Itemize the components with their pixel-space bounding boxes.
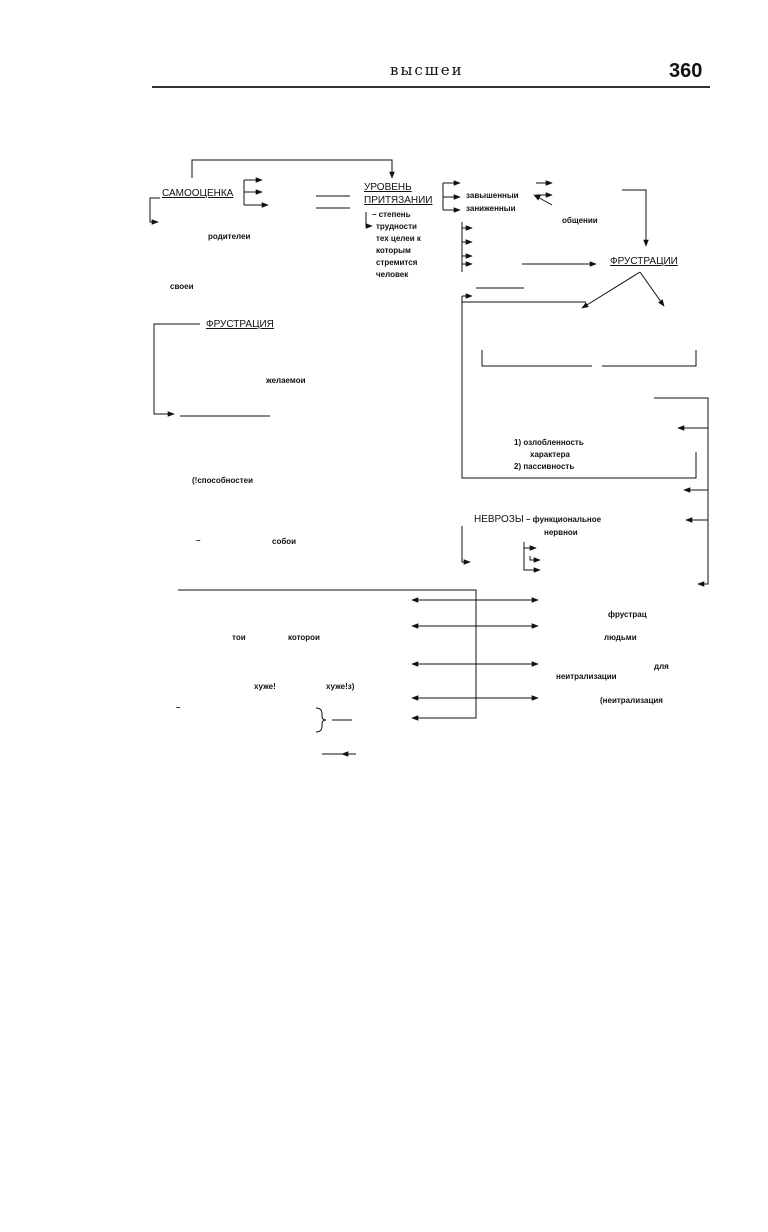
dash-left: – <box>196 536 201 545</box>
for-label: для <box>654 662 669 671</box>
communication-label: общении <box>562 216 598 225</box>
nervous-label: нервнои <box>544 528 578 537</box>
aspiration-def-line-1: – степень <box>372 210 411 219</box>
parents-label: родителеи <box>208 232 251 241</box>
overstated-label: завышенныи <box>466 191 519 200</box>
page-number: 360 <box>669 60 703 82</box>
header-rule <box>152 86 710 88</box>
aspiration-level-label-1: УРОВЕНЬ <box>364 182 412 193</box>
that-label: тои <box>232 633 246 642</box>
worse-label-2: хуже!з) <box>326 682 355 691</box>
understated-label: заниженныи <box>466 204 516 213</box>
consequence-1: 1) озлобленность <box>514 438 584 447</box>
neutralization-label-2: (неитрализация <box>600 696 663 705</box>
abilities-label: (!способностеи <box>192 476 254 485</box>
self-esteem-label: САМООЦЕНКА <box>162 188 234 199</box>
neuroses-definition: – функциональное <box>526 515 602 524</box>
frustration-label: ФРУСТРАЦИЯ <box>206 319 274 330</box>
aspiration-level-label-2: ПРИТЯЗАНИИ <box>364 195 433 206</box>
people-label: людьми <box>604 633 637 642</box>
neuroses-title: НЕВРОЗЫ <box>474 514 524 525</box>
frustrations-label: ФРУСТРАЦИИ <box>610 256 678 267</box>
aspiration-def-line-3: тех целеи к <box>376 234 421 243</box>
worse-label-1: хуже! <box>254 682 276 691</box>
page-header-word: высшеи <box>390 61 464 79</box>
which-label: которои <box>288 633 320 642</box>
aspiration-def-line-5: стремится <box>376 258 418 267</box>
aspiration-def-line-6: человек <box>376 270 409 279</box>
dash-bottom: – <box>176 703 181 712</box>
oneself-label: собои <box>272 537 297 546</box>
desired-label: желаемои <box>266 376 306 385</box>
consequence-2: 2) пассивность <box>514 462 575 471</box>
aspiration-def-line-2: трудности <box>376 222 417 231</box>
consequence-1b: характера <box>530 450 570 459</box>
neutralization-label: неитрализации <box>556 672 617 681</box>
aspiration-def-line-4: которым <box>376 246 411 255</box>
frustrat-label: фрустрац <box>608 610 647 619</box>
own-label: своеи <box>170 282 194 291</box>
